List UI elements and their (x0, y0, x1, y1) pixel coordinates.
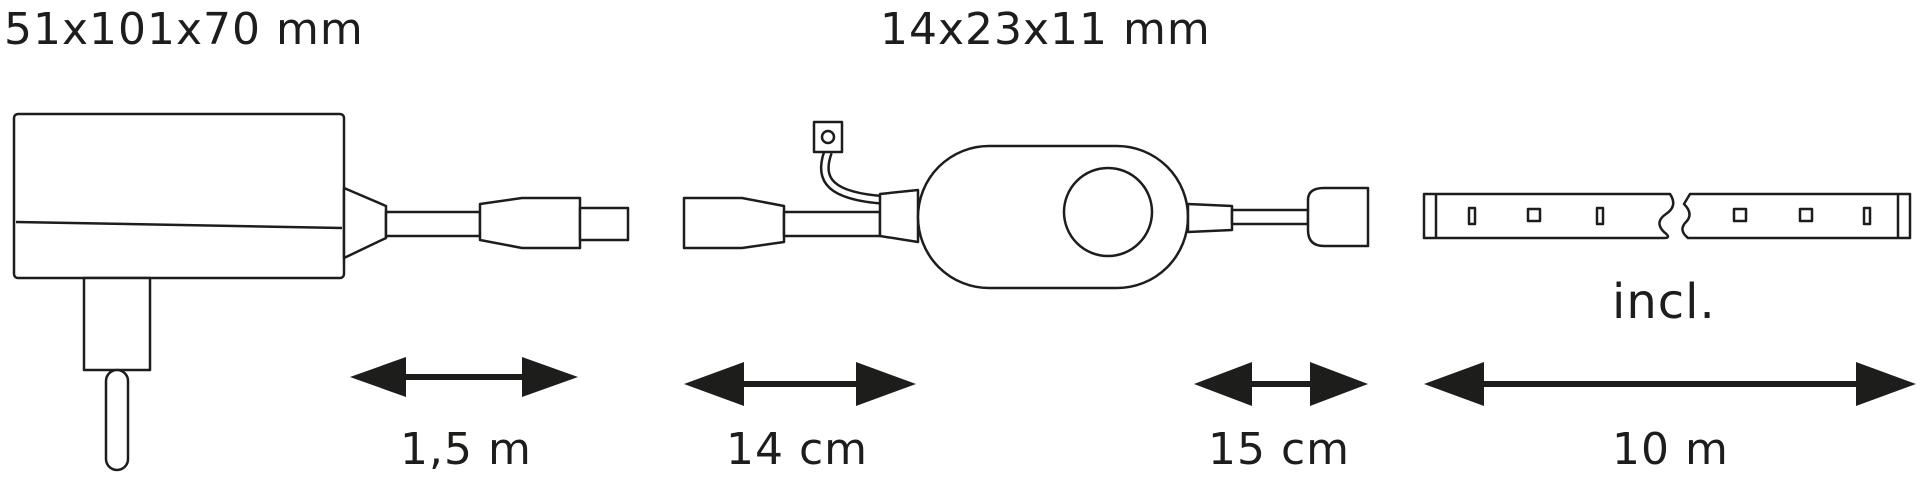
controller-input-cable-length: 14 cm (726, 424, 869, 475)
adapter-connector-tip (578, 206, 630, 242)
length-arrow-strip (1424, 362, 1916, 406)
ir-sensor-cable-fill (822, 151, 885, 203)
ir-sensor-lens (820, 129, 836, 145)
led-chip (1732, 207, 1748, 223)
adapter-connector (478, 196, 582, 250)
strip-length: 10 m (1612, 424, 1729, 475)
adapter-cable-sleeve (342, 186, 388, 260)
controller-input-sleeve (878, 188, 920, 244)
controller-output-cable (1230, 208, 1310, 226)
controller-input-connector (682, 196, 786, 250)
led-chip (1798, 207, 1814, 223)
ir-sensor-cable-outline (819, 150, 885, 205)
led-strip-segment-right (1681, 192, 1912, 240)
controller-dimensions: 14x23x11 mm (880, 4, 1211, 55)
led-chip (1526, 207, 1542, 223)
adapter-plug-pin (104, 368, 130, 472)
power-adapter (12, 112, 630, 472)
led-strip-segment-left (1422, 192, 1675, 240)
adapter-body (12, 112, 346, 280)
led-strip-resistor (1862, 206, 1872, 226)
adapter-seam (15, 220, 343, 230)
length-arrow-controller-input (684, 362, 916, 406)
controller-input-cable (782, 210, 882, 238)
adapter-cable (384, 210, 482, 238)
controller (682, 120, 1370, 290)
adapter-plug-base (82, 276, 152, 372)
led-strip-resistor (1595, 206, 1605, 226)
strip-included-note: incl. (1612, 274, 1716, 330)
ir-sensor-head (812, 120, 844, 154)
controller-output-cable-length: 15 cm (1208, 424, 1351, 475)
length-arrow-adapter-cable (350, 357, 578, 397)
adapter-cable-length: 1,5 m (400, 424, 532, 475)
controller-output-sleeve (1186, 202, 1234, 234)
length-arrow-controller-output (1194, 362, 1368, 406)
controller-output-connector (1306, 186, 1370, 248)
led-strip-resistor (1467, 206, 1477, 226)
adapter-dimensions: 51x101x70 mm (4, 4, 364, 55)
controller-button[interactable] (1062, 166, 1154, 258)
led-strip (1422, 192, 1912, 240)
